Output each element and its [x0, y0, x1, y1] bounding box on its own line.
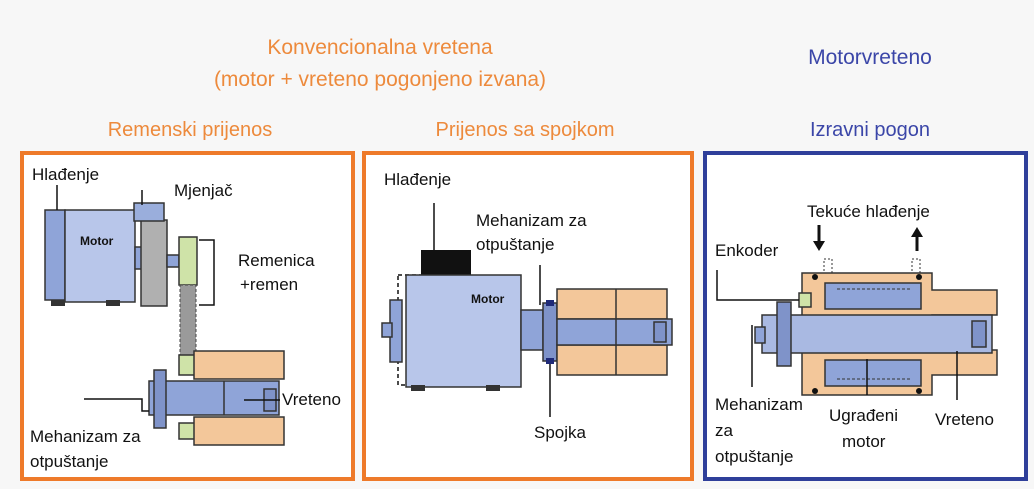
direct-builtin-motor-label-2: motor — [842, 432, 886, 451]
direct-encoder-label: Enkoder — [715, 241, 779, 260]
belt-release-label-1: Mehanizam za — [30, 427, 141, 446]
direct-title: Izravni pogon — [809, 119, 931, 141]
coupling-motor-label: Motor — [471, 292, 505, 306]
belt-drive-panel: Hlađenje Mjenjač Motor Remenica +remen V… — [20, 151, 355, 481]
coupling-release-label-1: Mehanizam za — [476, 211, 587, 230]
direct-release-label-1: Mehanizam — [715, 395, 803, 414]
direct-spindle-label: Vreteno — [935, 410, 994, 429]
coupling-title: Prijenos sa spojkom — [435, 119, 615, 141]
direct-flow-cooling-label: Tekuće hlađenje — [807, 202, 930, 221]
conventional-title-line1: Konvencionalna vretena — [267, 36, 493, 59]
belt-spindle-label: Vreteno — [282, 390, 341, 409]
direct-release-label-3: otpuštanje — [715, 447, 794, 466]
belt-cooling-label: Hlađenje — [32, 165, 100, 184]
belt-title: Remenski prijenos — [107, 119, 273, 141]
direct-release-label-2: za — [715, 421, 733, 440]
coupling-cooling-label: Hlađenje — [384, 170, 452, 189]
coupling-release-label-2: otpuštanje — [476, 235, 555, 254]
conventional-title-line2: (motor + vreteno pogonjeno izvana) — [213, 68, 547, 91]
coupling-drive-diagram — [381, 203, 673, 417]
direct-drive-panel: Tekuće hlađenje Enkoder Mehanizam za otp… — [703, 151, 1028, 481]
belt-gearbox-label: Mjenjač — [174, 181, 233, 200]
belt-pulley-label-2: +remen — [240, 275, 299, 294]
belt-motor-label: Motor — [80, 234, 114, 248]
belt-drive-diagram — [44, 185, 285, 446]
belt-release-label-2: otpuštanje — [30, 452, 109, 471]
coupling-coupling-label: Spojka — [534, 423, 586, 442]
motorspindle-title: Motorvreteno — [808, 46, 932, 69]
coupling-drive-panel: Hlađenje Mehanizam za otpuštanje Motor S… — [362, 151, 694, 481]
direct-builtin-motor-label-1: Ugrađeni — [829, 406, 898, 425]
direct-drive-diagram — [716, 225, 998, 400]
belt-pulley-label-1: Remenica — [238, 251, 315, 270]
